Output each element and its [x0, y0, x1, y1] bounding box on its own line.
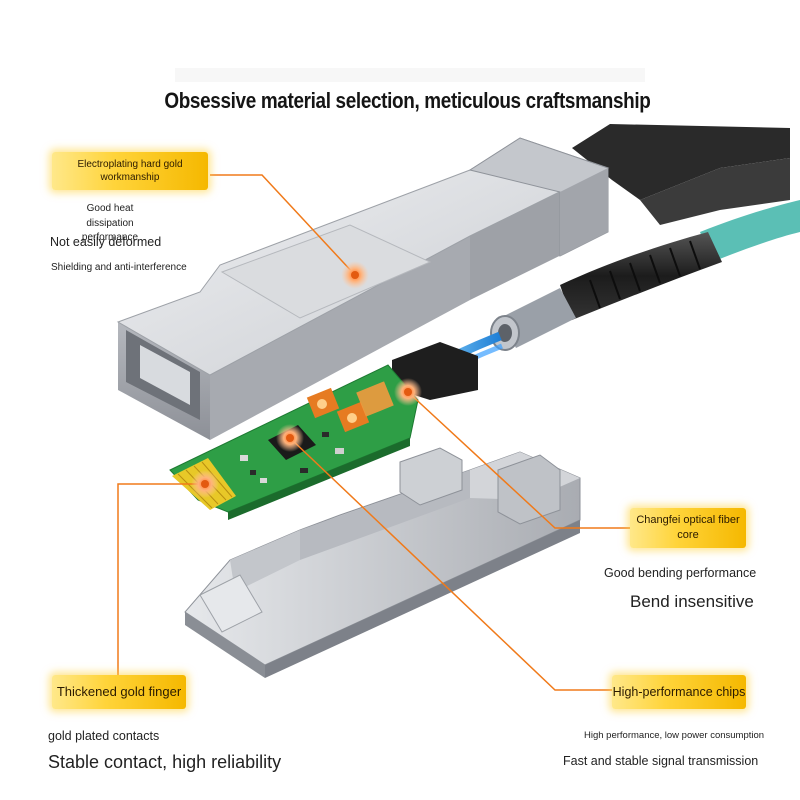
strain-relief-boot — [560, 232, 722, 320]
feature-heat-dissipation: Good heat dissipation performance — [62, 202, 158, 246]
label-thickened-gold-finger: Thickened gold finger — [52, 675, 186, 709]
leader-line-shell — [210, 174, 356, 276]
page-title: Obsessive material selection, meticulous… — [164, 88, 651, 113]
label-changfei-line1: Changfei optical fiber — [636, 514, 740, 527]
bottom-metal-cage — [184, 447, 581, 678]
label-electroplating-line1: Electroplating hard gold — [77, 158, 183, 170]
feature-fast-stable-signal: Fast and stable signal transmission — [563, 754, 759, 768]
tosa-rosa-components — [306, 381, 394, 433]
label-changfei-optical-fiber: Changfei optical fiber core — [630, 508, 746, 548]
callout-markers — [191, 261, 422, 498]
leader-line-chips — [289, 437, 612, 691]
feature-low-power: High performance, low power consumption — [584, 730, 765, 741]
leader-line-gold-finger — [117, 483, 205, 680]
feature-bending-performance: Good bending performance — [604, 566, 757, 580]
feature-shielding: Shielding and anti-interference — [51, 262, 187, 273]
label-electroplating-line2: workmanship — [100, 172, 160, 183]
label-high-performance-chips-text: High-performance chips — [612, 684, 746, 699]
fiber-cable-teal — [700, 200, 800, 262]
feature-bend-insensitive: Bend insensitive — [630, 592, 754, 611]
pull-tab — [572, 124, 790, 200]
label-thickened-gold-finger-text: Thickened gold finger — [56, 684, 182, 700]
feature-not-easily-deformed: Not easily deformed — [50, 235, 162, 249]
leader-line-fiber — [407, 391, 632, 529]
label-changfei-line2: core — [677, 529, 699, 541]
feature-heat-dissipation-line1: Good heat dissipation — [86, 203, 134, 229]
leader-lines — [117, 174, 632, 691]
label-high-performance-chips: High-performance chips — [612, 675, 746, 709]
feature-heat-dissipation-line2: performance — [81, 232, 139, 243]
label-electroplating-hard-gold: Electroplating hard gold workmanship — [52, 152, 208, 190]
top-metal-shell — [116, 137, 610, 440]
metal-ferrule — [490, 288, 576, 351]
feature-stable-contact: Stable contact, high reliability — [48, 752, 282, 772]
feature-gold-plated-contacts: gold plated contacts — [48, 729, 160, 743]
